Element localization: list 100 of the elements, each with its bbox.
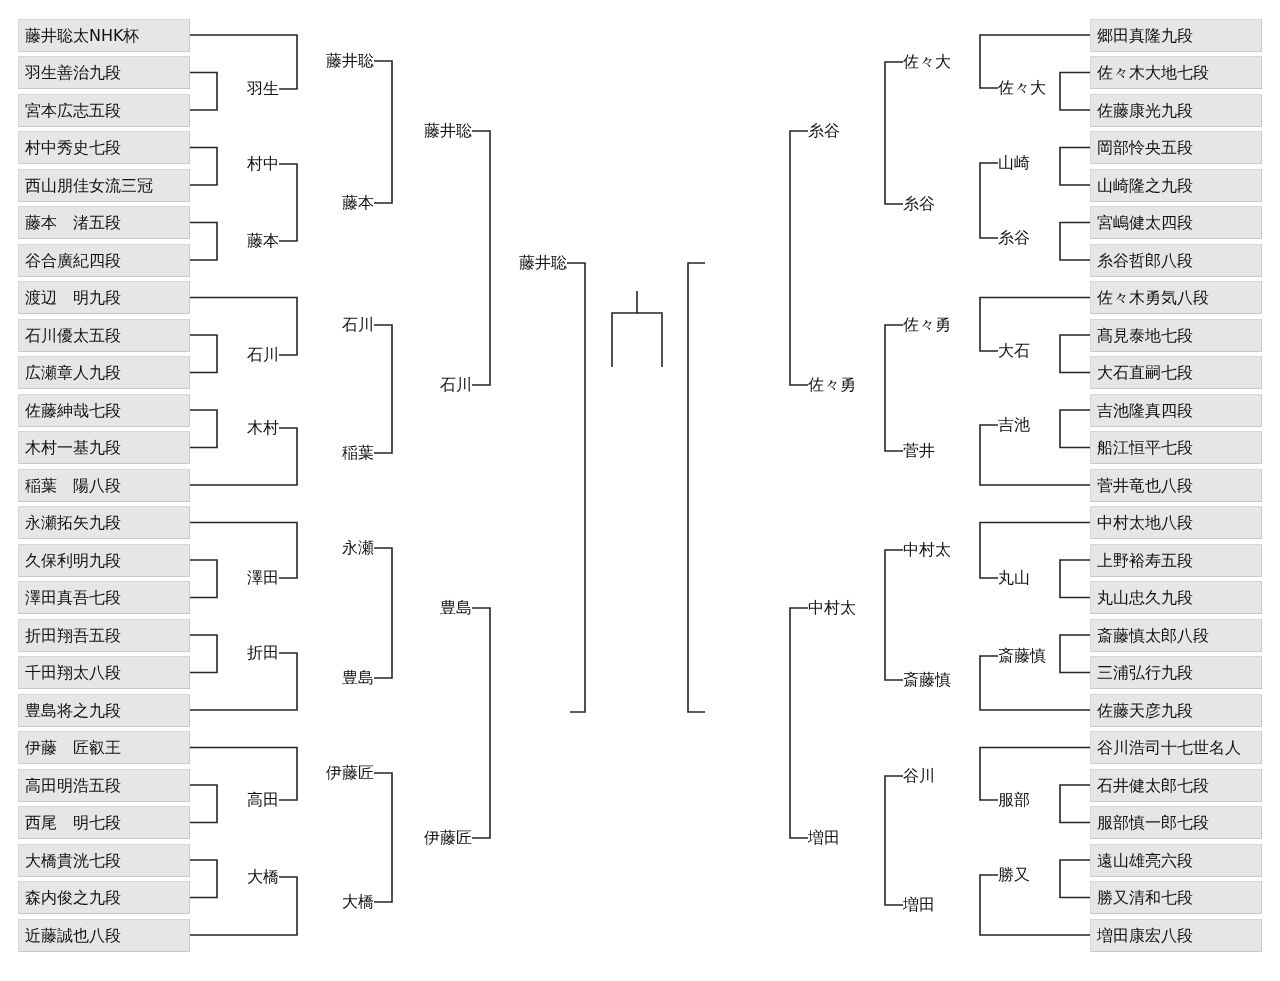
player-box: 菅井竜也八段 xyxy=(1090,468,1262,502)
bracket-line xyxy=(884,549,904,681)
bracket-line xyxy=(189,296,298,356)
bracket-line xyxy=(1059,221,1091,261)
bracket-line xyxy=(189,876,298,936)
winner-name: 豊島 xyxy=(342,668,374,688)
bracket-line xyxy=(789,607,809,839)
bracket-line xyxy=(189,221,218,261)
player-box: 羽生善治九段 xyxy=(18,56,190,89)
player-box: 増田康宏八段 xyxy=(1090,918,1262,952)
winner-name: 増田 xyxy=(808,828,840,848)
player-box: 永瀬拓矢九段 xyxy=(18,506,190,539)
bracket-line xyxy=(189,521,298,579)
bracket-line xyxy=(189,427,298,486)
bracket-line xyxy=(189,559,218,599)
winner-name: 伊藤匠 xyxy=(326,763,374,783)
player-box: 谷川浩司十七世名人 xyxy=(1090,731,1262,764)
bracket-line xyxy=(979,34,1091,89)
winner-name: 佐々勇 xyxy=(903,315,951,335)
player-box: 谷合廣紀四段 xyxy=(18,243,190,277)
player-box: 西山朋佳女流三冠 xyxy=(18,168,190,202)
bracket-line xyxy=(979,521,1091,579)
winner-name: 吉池 xyxy=(998,415,1030,435)
winner-name: 伊藤匠 xyxy=(424,828,472,848)
player-box: 石井健太郎七段 xyxy=(1090,768,1262,802)
winner-name: 佐々勇 xyxy=(808,375,856,395)
winner-name: 菅井 xyxy=(903,441,935,461)
bracket-line xyxy=(1059,146,1091,186)
winner-name: 永瀬 xyxy=(342,538,374,558)
winner-name: 糸谷 xyxy=(998,228,1030,248)
winner-name: 豊島 xyxy=(440,598,472,618)
player-box: 大橋貴洸七段 xyxy=(18,843,190,877)
player-box: 勝又清和七段 xyxy=(1090,881,1262,914)
winner-name: 増田 xyxy=(903,895,935,915)
winner-name: 石川 xyxy=(342,315,374,335)
bracket-line xyxy=(1059,859,1091,899)
winner-name: 谷川 xyxy=(903,766,935,786)
player-box: 岡部怜央五段 xyxy=(1090,131,1262,164)
player-box: 上野裕寿五段 xyxy=(1090,543,1262,577)
player-box: 石川優太五段 xyxy=(18,318,190,352)
bracket-line xyxy=(189,71,218,111)
winner-name: 丸山 xyxy=(998,568,1030,588)
winner-name: 石川 xyxy=(440,375,472,395)
bracket-line xyxy=(884,61,904,205)
player-box: 森内俊之九段 xyxy=(18,881,190,914)
player-box: 丸山忠久九段 xyxy=(1090,581,1262,614)
bracket-line xyxy=(1059,334,1091,374)
player-box: 折田翔吾五段 xyxy=(18,618,190,652)
player-box: 糸谷哲郎八段 xyxy=(1090,243,1262,277)
winner-name: 高田 xyxy=(247,790,279,810)
player-box: 稲葉 陽八段 xyxy=(18,468,190,502)
winner-name: 折田 xyxy=(247,643,279,663)
bracket-line xyxy=(189,784,218,824)
bracket-line xyxy=(373,324,393,454)
player-box: 斎藤慎太郎八段 xyxy=(1090,618,1262,652)
bracket-line xyxy=(884,324,904,452)
player-box: 髙見泰地七段 xyxy=(1090,318,1262,352)
bracket-line xyxy=(189,334,218,374)
bracket-line xyxy=(979,746,1091,801)
player-box: 高田明浩五段 xyxy=(18,768,190,802)
player-box: 西尾 明七段 xyxy=(18,806,190,839)
bracket-line xyxy=(1059,559,1091,599)
bracket-line xyxy=(1059,71,1091,111)
player-box: 佐藤康光九段 xyxy=(1090,93,1262,127)
winner-name: 石川 xyxy=(247,345,279,365)
player-box: 宮嶋健太四段 xyxy=(1090,206,1262,239)
bracket-line xyxy=(471,607,491,839)
winner-name: 斎藤慎 xyxy=(998,646,1046,666)
player-box: 服部慎一郎七段 xyxy=(1090,806,1262,839)
bracket-line xyxy=(1059,784,1091,824)
player-box: 佐藤天彦九段 xyxy=(1090,693,1262,727)
player-box: 佐藤紳哉七段 xyxy=(18,393,190,427)
player-box: 中村太地八段 xyxy=(1090,506,1262,539)
bracket-line xyxy=(471,130,491,386)
winner-name: 勝又 xyxy=(998,865,1030,885)
bracket-line xyxy=(1059,634,1091,674)
winner-name: 藤井聡 xyxy=(519,253,567,273)
bracket-line xyxy=(189,746,298,801)
player-box: 船江恒平七段 xyxy=(1090,431,1262,464)
winner-name: 羽生 xyxy=(247,79,279,99)
winner-name: 澤田 xyxy=(247,568,279,588)
player-box: 遠山雄亮六段 xyxy=(1090,843,1262,877)
player-box: 吉池隆真四段 xyxy=(1090,393,1262,427)
player-box: 大石直嗣七段 xyxy=(1090,356,1262,389)
bracket-line xyxy=(979,424,1091,486)
bracket-line xyxy=(189,634,218,674)
bracket-line xyxy=(373,772,393,903)
bracket-line xyxy=(979,296,1091,352)
bracket-line xyxy=(189,859,218,899)
winner-name: 糸谷 xyxy=(903,194,935,214)
player-box: 伊藤 匠叡王 xyxy=(18,731,190,764)
player-box: 佐々木勇気八段 xyxy=(1090,281,1262,314)
player-box: 藤本 渚五段 xyxy=(18,206,190,239)
winner-name: 中村太 xyxy=(903,540,951,560)
winner-name: 藤本 xyxy=(342,193,374,213)
player-box: 広瀬章人九段 xyxy=(18,356,190,389)
bracket-line xyxy=(1059,409,1091,449)
bracket-line xyxy=(189,146,218,186)
bracket-line xyxy=(979,655,1091,711)
bracket-line xyxy=(789,130,809,386)
